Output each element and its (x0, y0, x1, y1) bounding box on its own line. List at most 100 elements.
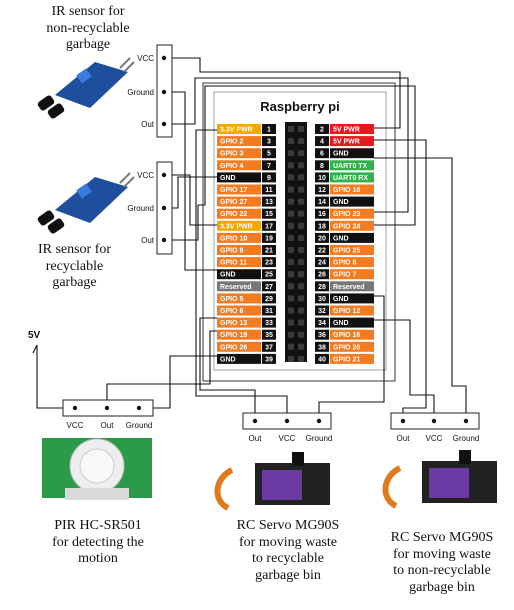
gpio-right-label-box (330, 136, 374, 147)
gpio-right-label: GPIO 7 (333, 272, 356, 279)
gpio-left-label-box (217, 124, 261, 134)
gpio-left-num-box (262, 148, 276, 159)
gpio-right-label-box (330, 353, 374, 364)
gpio-left-label: 3.3V PWR (220, 223, 253, 230)
wire-ir2-vcc (172, 174, 217, 226)
gpio-right-num-box (315, 184, 329, 195)
header-pin (298, 234, 304, 241)
ir1-pin-out: Out (141, 120, 155, 129)
header-pin (288, 222, 294, 229)
header-pin (288, 307, 294, 314)
gpio-right-label: Reserved (333, 284, 365, 291)
gpio-left-num-box (262, 257, 276, 268)
pir-pin-vcc: VCC (67, 421, 84, 430)
gpio-left-label: GPIO 2 (220, 139, 243, 146)
gpio-right-num-box (315, 196, 329, 207)
header-pin (288, 198, 294, 205)
header-pin (298, 343, 304, 350)
gpio-right-label: GND (333, 296, 349, 303)
gpio-right-num-box (315, 317, 329, 328)
gpio-left-label-box (217, 329, 261, 340)
servo1-pin-vcc: VCC (279, 434, 296, 443)
gpio-right-label: 5V PWR (333, 127, 360, 134)
gpio-left-num-box (262, 281, 276, 292)
header-pin (288, 234, 294, 241)
caption-servo1: RC Servo MG90S for moving waste to recyc… (236, 518, 340, 583)
gpio-left-row: 3.3V PWR 17 (217, 220, 294, 231)
gpio-right-label: GND (333, 320, 349, 327)
caption-ir-recyclable: IR sensor for recyclable garbage (37, 242, 112, 291)
caption-ir-nonrecyclable: IR sensor for non-recyclable garbage (46, 4, 130, 53)
gpio-right-row: 32 GPIO 12 (298, 305, 374, 316)
header-pin (298, 222, 304, 229)
gpio-right-label-box (330, 341, 374, 352)
gpio-left-row: GPIO 3 5 (217, 148, 294, 159)
pir-pin-ground: Ground (126, 421, 153, 430)
gpio-left-label-box (217, 172, 261, 183)
gpio-right-label: GND (333, 235, 349, 242)
gpio-right-label-box (330, 317, 374, 328)
gpio-left-label-box (217, 208, 261, 219)
gpio-right-num: 20 (318, 235, 326, 242)
gpio-right-num-box (315, 136, 329, 147)
ir1-pin-vcc: VCC (137, 54, 154, 63)
gpio-left-num: 17 (265, 223, 273, 230)
gpio-right-label: GPIO 12 (333, 308, 360, 315)
wire-servo2-out (374, 319, 435, 420)
gpio-right-num-box (315, 257, 329, 268)
gpio-right-num: 16 (318, 211, 326, 218)
gpio-left-num-box (262, 172, 276, 183)
gpio-left-num: 1 (267, 127, 271, 134)
gpio-left-num-box (262, 196, 276, 207)
wire-ir2-gnd (172, 176, 217, 209)
gpio-right-label: GPIO 25 (333, 248, 360, 255)
header-pin (298, 355, 304, 362)
header-pin (298, 186, 304, 193)
gpio-left-label: GPIO 5 (220, 296, 243, 303)
gpio-right-num-box (315, 305, 329, 316)
gpio-right-num-box (315, 353, 329, 364)
gpio-right-num: 32 (318, 308, 326, 315)
gpio-left-num: 23 (265, 260, 273, 267)
gpio-right-label-box (330, 220, 374, 231)
wire-pir-gnd (139, 355, 217, 409)
header-pin (288, 150, 294, 157)
gpio-right-num-box (315, 160, 329, 171)
header-pin (288, 283, 294, 290)
gpio-left-label: GPIO 13 (220, 320, 247, 327)
ir1-module-image (37, 57, 135, 119)
gpio-left-label: GPIO 3 (220, 151, 243, 158)
gpio-right-label: UART0 TX (333, 163, 368, 170)
gpio-left-label-box (217, 257, 261, 268)
gpio-left-num: 5 (267, 151, 271, 158)
header-pin (298, 210, 304, 217)
gpio-right-num: 38 (318, 344, 326, 351)
gpio-right-label-box (330, 184, 374, 195)
gpio-left-num: 3 (267, 139, 271, 146)
wires (32, 57, 467, 420)
header-pin (298, 331, 304, 338)
gpio-right-label-box (330, 281, 374, 292)
gpio-left-num-box (262, 245, 276, 255)
gpio-left-num-box (262, 329, 276, 340)
gpio-right-num-box (315, 341, 329, 352)
